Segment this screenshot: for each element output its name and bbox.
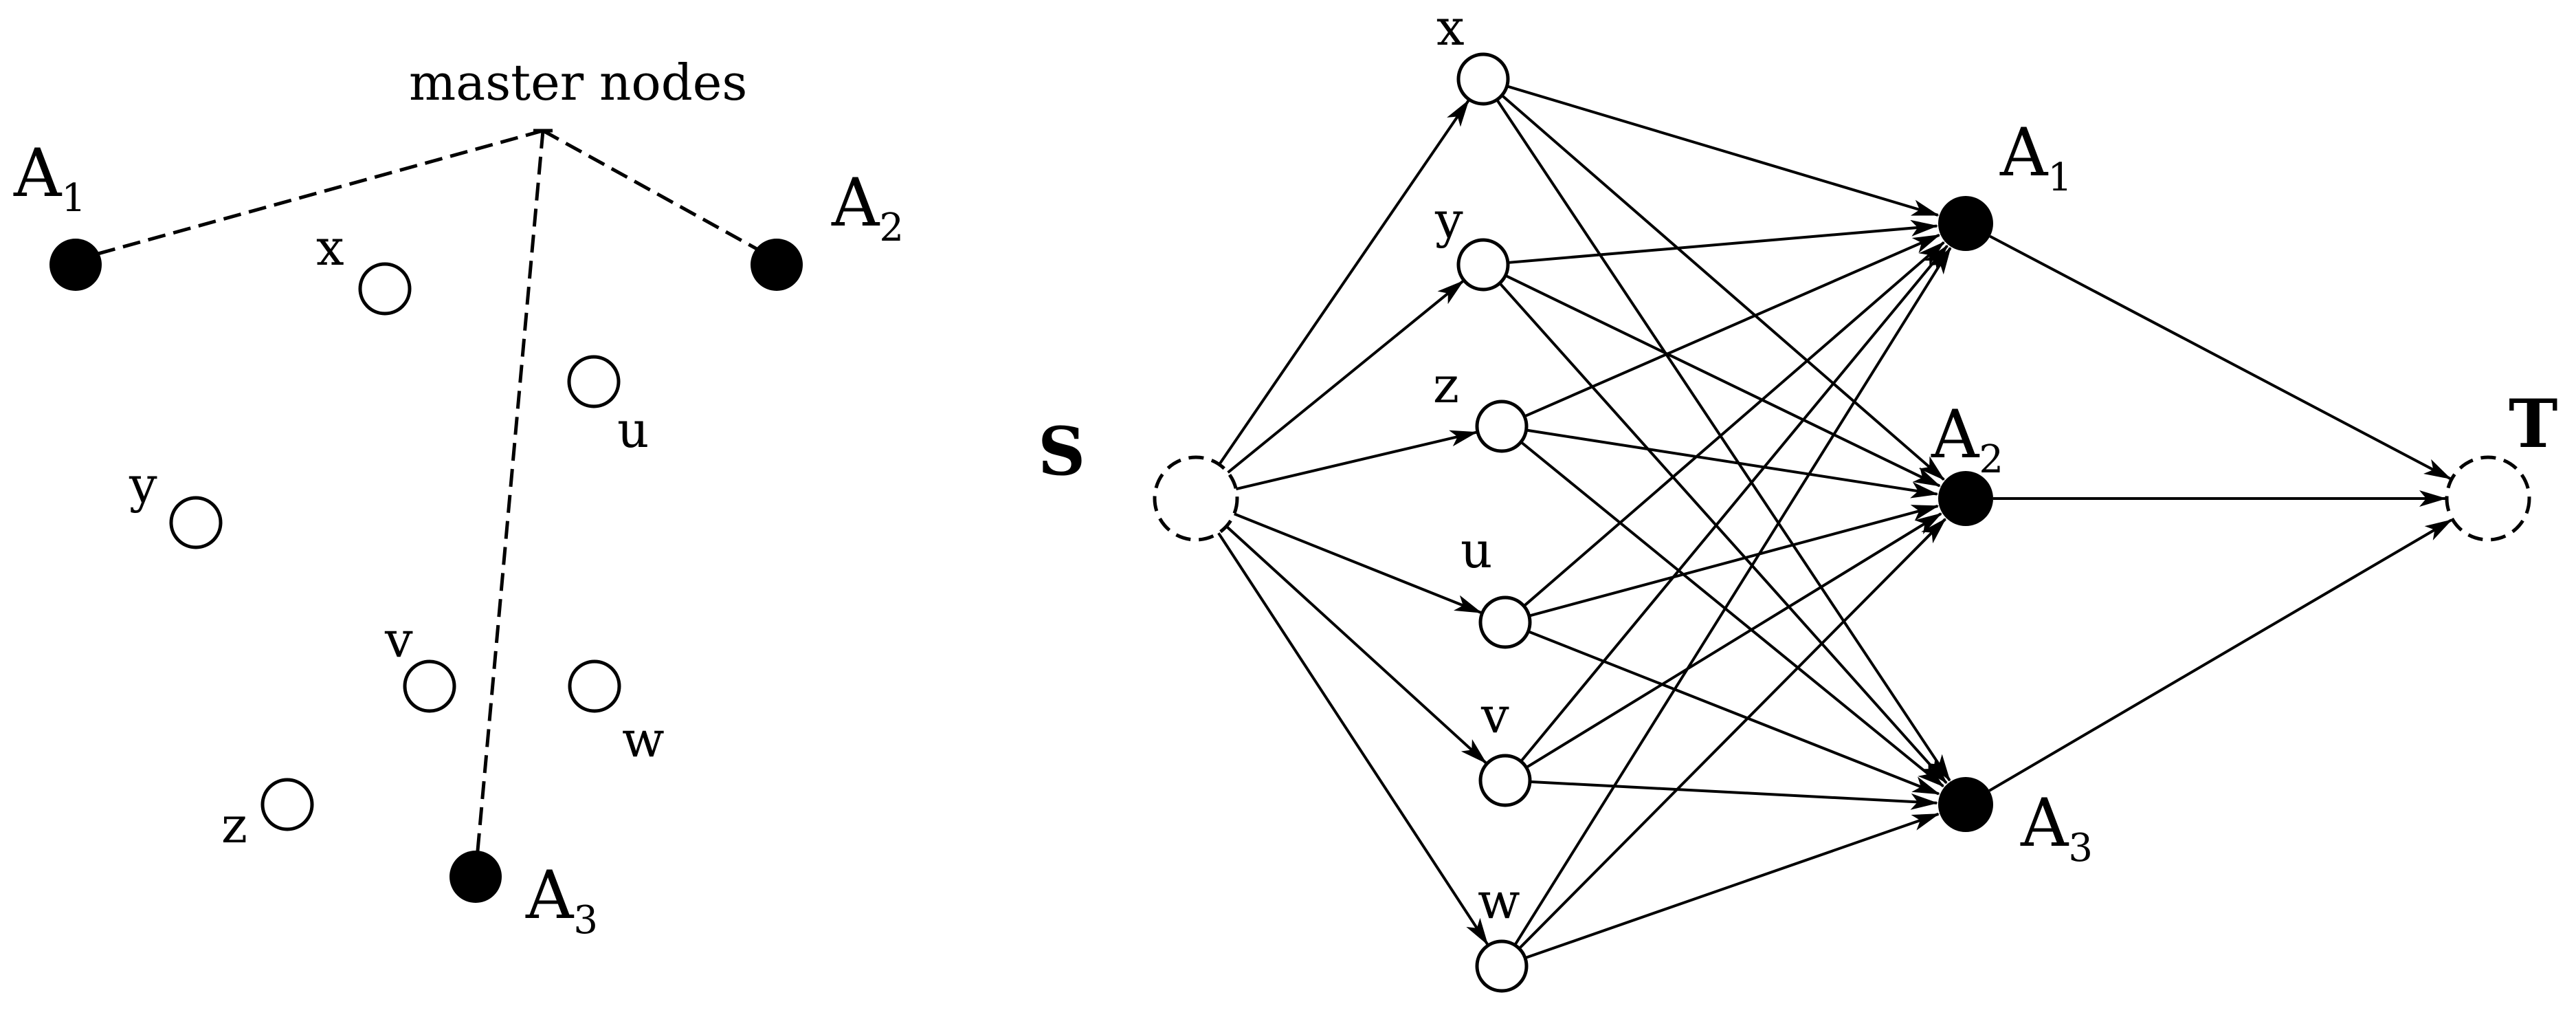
right-label-w: w (1478, 872, 1520, 930)
source-node (1153, 455, 1239, 542)
left-node-u (567, 355, 621, 408)
label-a3: A3 (525, 857, 598, 943)
edge-x-a1 (1506, 85, 1940, 217)
master-node-a2 (751, 239, 803, 291)
right-label-a1: A1 (1999, 114, 2072, 200)
right-label-z: z (1433, 356, 1459, 414)
left-label-w: w (622, 710, 665, 768)
source-label: S (1038, 413, 1085, 490)
left-label-x: x (316, 219, 344, 276)
left-node-x (358, 262, 412, 316)
right-master-a3 (1938, 777, 1993, 832)
connector-a2 (542, 129, 778, 262)
edge-a1-t (1989, 234, 2452, 480)
right-label-y: y (1434, 191, 1463, 249)
connector-a1 (75, 129, 544, 262)
right-label-a3: A3 (2020, 785, 2093, 871)
edge-y-a2 (1504, 274, 1942, 488)
left-label-y: y (129, 456, 157, 514)
connector-a3 (474, 130, 545, 874)
label-a1: A1 (13, 135, 86, 221)
right-label-v: v (1480, 686, 1509, 744)
master-node-a3 (449, 851, 502, 903)
left-label-u: u (617, 401, 649, 459)
right-master-a1 (1938, 196, 1993, 251)
edge-w-a1 (1513, 246, 1952, 946)
edge-s-y (1227, 280, 1465, 474)
left-node-v (403, 659, 456, 713)
edge-w-a3 (1524, 812, 1940, 960)
edge-v-a1 (1520, 244, 1948, 763)
left-label-z: z (221, 796, 247, 854)
right-label-a2: A2 (1931, 396, 2003, 482)
edge-s-x (1218, 99, 1470, 466)
right-node-x (1456, 52, 1510, 106)
right-label-u: u (1461, 521, 1492, 579)
left-label-v: v (384, 611, 413, 668)
edge-y-a1 (1507, 219, 1939, 264)
edge-z-a3 (1520, 441, 1944, 788)
left-node-w (568, 659, 621, 713)
edge-z-a2 (1526, 428, 1939, 499)
sink-node (2445, 455, 2531, 542)
sink-label: T (2509, 385, 2557, 463)
edge-s-u (1233, 512, 1483, 614)
edge-w-a2 (1518, 518, 1946, 950)
right-node-u (1478, 595, 1532, 649)
flow-edges (1217, 85, 2453, 960)
master-node-a1 (49, 239, 102, 291)
label-a2: A2 (831, 164, 904, 250)
right-node-z (1475, 400, 1529, 453)
right-master-a2 (1938, 471, 1993, 526)
edge-u-a3 (1527, 630, 1940, 796)
left-node-y (169, 496, 223, 549)
edge-x-a3 (1496, 98, 1951, 782)
right-node-w (1475, 939, 1529, 993)
edge-u-a2 (1529, 504, 1940, 617)
edge-z-a1 (1524, 233, 1941, 418)
right-panel: S T x y z u v w A1 A2 A3 (1038, 0, 2557, 993)
edge-x-a2 (1500, 94, 1945, 481)
edge-s-w (1217, 532, 1489, 945)
edge-u-a1 (1522, 241, 1945, 607)
edge-v-a3 (1529, 780, 1939, 810)
edge-s-z (1235, 430, 1478, 491)
right-node-y (1456, 238, 1510, 292)
edge-a3-t (1988, 518, 2453, 792)
master-nodes-caption: master nodes (409, 54, 747, 111)
right-node-v (1478, 754, 1532, 807)
edge-s-v (1225, 525, 1487, 764)
left-node-z (260, 778, 314, 831)
edge-v-a2 (1525, 512, 1942, 769)
edge-y-a3 (1498, 282, 1948, 785)
left-panel: master nodes A1 A2 A3 (13, 54, 904, 943)
right-label-x: x (1436, 0, 1465, 56)
